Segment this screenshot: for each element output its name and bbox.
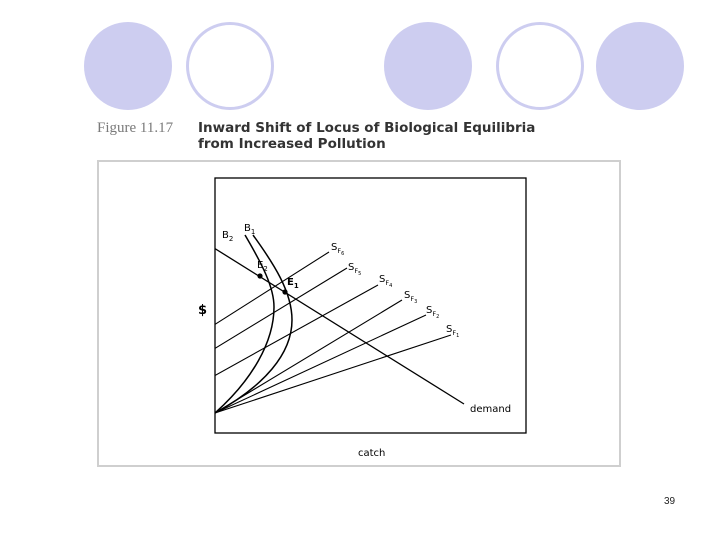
sf2-label: SF2	[426, 305, 439, 320]
decor-circle-4	[496, 22, 584, 110]
supply-curve-sf2	[215, 314, 427, 414]
b1-label-main: B	[244, 223, 251, 234]
decor-circle-3	[384, 22, 472, 110]
sf4-label-subsub: 4	[389, 283, 392, 289]
e2-label-main: E	[257, 260, 263, 271]
b2-label-sub: 2	[229, 235, 233, 243]
b2-label-main: B	[222, 230, 229, 241]
biological-curve-b2	[215, 234, 275, 414]
e1-label-sub: 1	[294, 282, 299, 290]
sf2-label-subsub: 2	[436, 314, 439, 320]
figure-title-line-1: Inward Shift of Locus of Biological Equi…	[198, 120, 536, 136]
b1-label: B1	[244, 223, 255, 236]
sf4-label: SF4	[379, 274, 392, 289]
sf3-label: SF3	[404, 290, 417, 305]
equilibrium-point-e1	[282, 289, 288, 295]
sf3-label-sub: F	[410, 295, 414, 303]
decor-circle-2	[186, 22, 274, 110]
sf6-label-main: S	[331, 242, 337, 253]
sf4-label-sub: F	[385, 279, 389, 287]
supply-curve-sf5	[215, 267, 348, 350]
x-axis-label: catch	[358, 448, 385, 459]
diagram-panel: $ catch demand B2 B1 E2 E1 SF6 SF5 SF4 S…	[97, 160, 621, 467]
diagram-svg: $ catch demand B2 B1 E2 E1 SF6 SF5 SF4 S…	[198, 177, 527, 459]
figure-title: Inward Shift of Locus of Biological Equi…	[198, 120, 535, 152]
y-axis-label: $	[198, 303, 207, 318]
sf4-label-main: S	[379, 274, 385, 285]
sf1-label-sub: F	[452, 329, 456, 337]
b2-label: B2	[222, 230, 233, 243]
sf5-label-subsub: 5	[358, 271, 361, 277]
sf5-label-sub: F	[354, 267, 358, 275]
sf6-label-subsub: 6	[341, 251, 344, 257]
slide-number: 39	[664, 496, 676, 507]
sf5-label: SF5	[348, 262, 361, 277]
demand-curve	[215, 247, 465, 405]
e2-label: E2	[257, 260, 268, 273]
supply-curve-sf3	[215, 299, 403, 414]
supply-curve-sf4	[215, 284, 379, 377]
decor-circle-5	[596, 22, 684, 110]
figure-title-line-2: from Increased Pollution	[198, 136, 386, 152]
curve-group	[215, 234, 465, 414]
sf1-label: SF1	[446, 324, 459, 339]
e1-label: E1	[287, 277, 299, 290]
b1-label-sub: 1	[251, 228, 255, 236]
supply-curve-sf1	[215, 334, 452, 414]
sf2-label-sub: F	[432, 310, 436, 318]
sf3-label-main: S	[404, 290, 410, 301]
sf2-label-main: S	[426, 305, 432, 316]
sf6-label: SF6	[331, 242, 344, 257]
sf1-label-main: S	[446, 324, 452, 335]
e2-label-sub: 2	[263, 265, 267, 273]
plot-frame	[214, 177, 527, 434]
sf1-label-subsub: 1	[456, 333, 459, 339]
biological-curve-b1	[215, 234, 293, 414]
decor-circle-1	[84, 22, 172, 110]
sf5-label-main: S	[348, 262, 354, 273]
equilibrium-point-e2	[257, 273, 263, 279]
e1-label-main: E	[287, 277, 294, 288]
demand-label: demand	[470, 404, 511, 415]
sf3-label-subsub: 3	[414, 299, 417, 305]
sf6-label-sub: F	[337, 247, 341, 255]
figure-number: Figure 11.17	[97, 120, 174, 136]
